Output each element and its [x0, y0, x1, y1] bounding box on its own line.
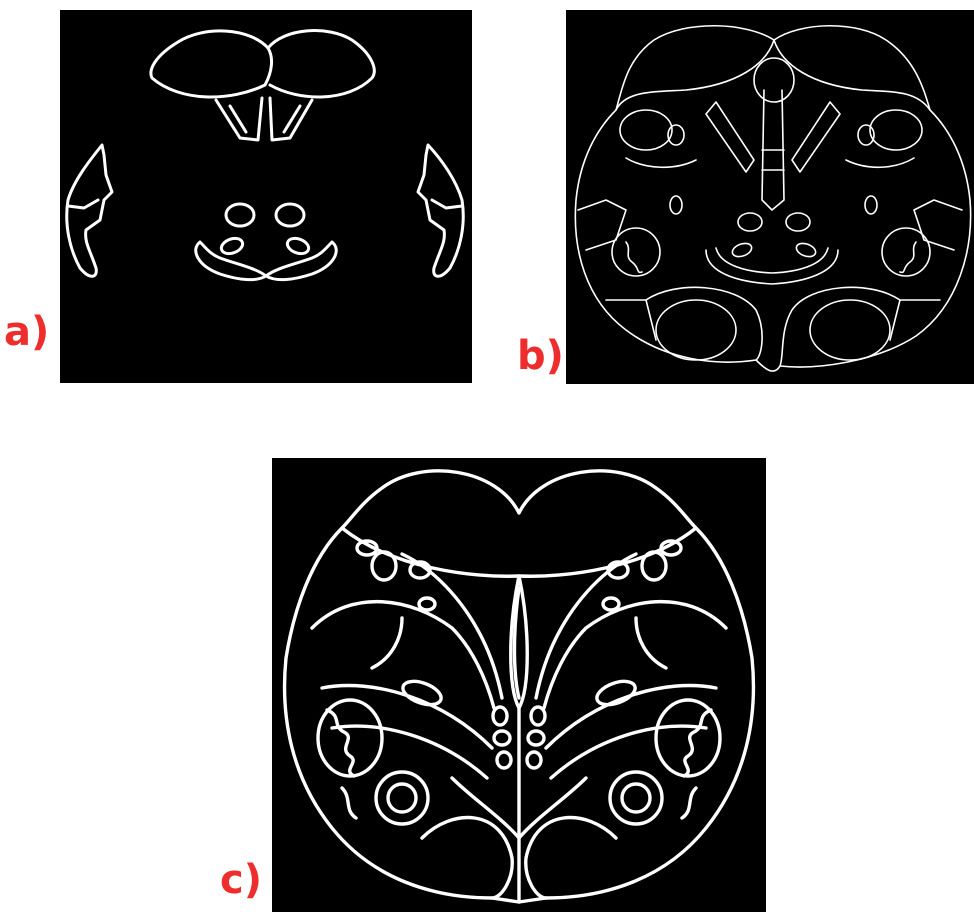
panel-a-contour-image [60, 10, 472, 383]
panel-c-contours [272, 458, 766, 912]
panel-b-contours [566, 10, 974, 384]
panel-b-label: b) [517, 336, 564, 376]
panel-c-label: c) [220, 860, 262, 900]
panel-b-contour-image [566, 10, 974, 384]
panel-a-contours [60, 10, 472, 383]
panel-c-contour-image [272, 458, 766, 912]
panel-a-label: a) [4, 312, 49, 352]
